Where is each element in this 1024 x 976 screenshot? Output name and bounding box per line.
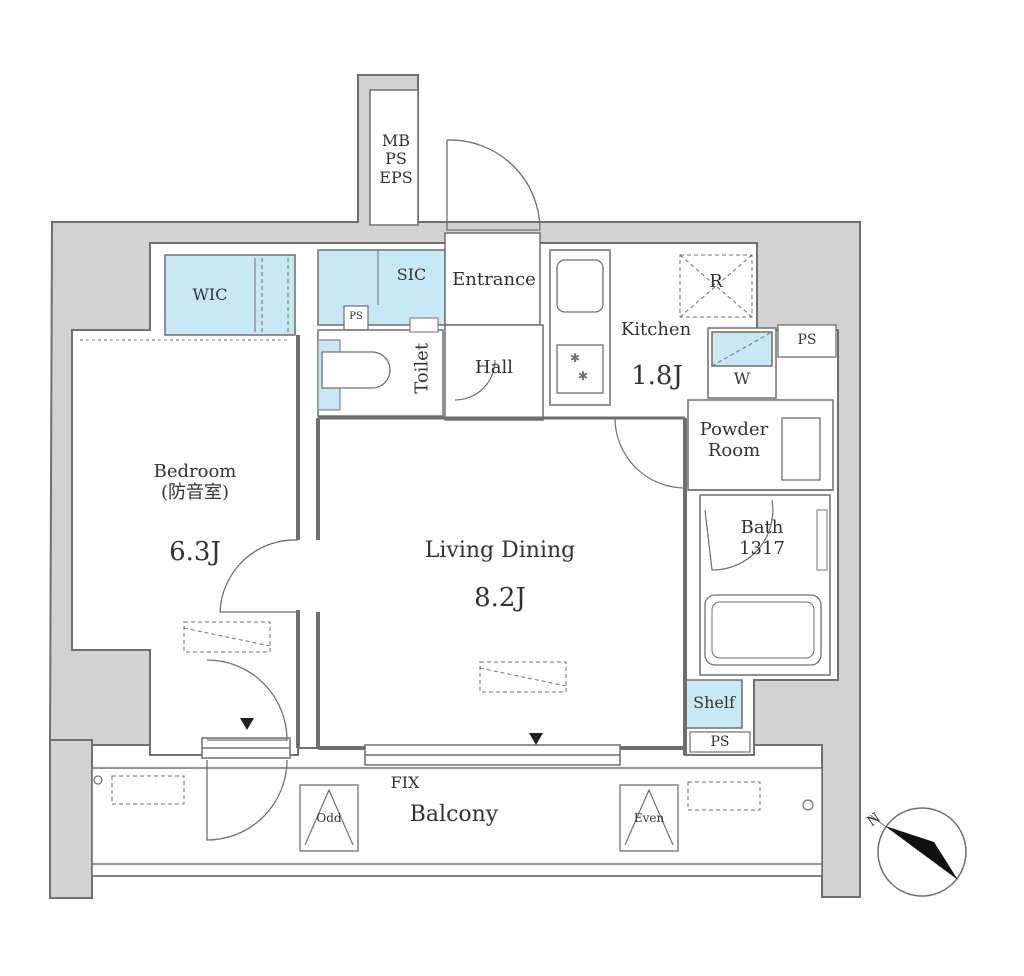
odd-label: Odd [316, 811, 342, 825]
bath-size: 1317 [739, 537, 785, 559]
sic-room [317, 249, 446, 326]
entrance-door [446, 140, 540, 231]
bedroom-sub: (防音室) [160, 481, 230, 503]
mb-ps-eps-shaft [369, 89, 419, 226]
bedroom-entry-marker [240, 718, 254, 730]
ps-small-label: PS [349, 311, 363, 322]
ac-outdoor-right [687, 781, 761, 811]
refrigerator-space [679, 254, 753, 318]
bedroom-name: Bedroom [153, 461, 237, 482]
entrance-label: Entrance [452, 269, 536, 290]
living-dining-size: 8.2J [474, 583, 526, 613]
ps-kitchen-box [777, 324, 837, 358]
fix-label: FIX [390, 773, 420, 792]
ps-bottom-box [689, 731, 751, 753]
ps-kitchen-label: PS [797, 332, 817, 348]
bedroom-label: Bedroom (防音室) [110, 461, 280, 503]
kitchen-name: Kitchen [620, 319, 692, 340]
room-text: Room [707, 439, 761, 461]
left-wall-lower [49, 739, 93, 899]
living-entry-marker [529, 733, 543, 745]
eps-text: EPS [379, 167, 413, 187]
washer-label: W [733, 369, 751, 388]
svg-text:✱: ✱ [570, 351, 580, 365]
hall-area [444, 324, 544, 421]
wic-label: WIC [192, 285, 228, 304]
bathtub [704, 594, 822, 666]
powder-text: Powder [699, 419, 769, 440]
powder-room-label: Powder Room [686, 419, 782, 461]
vanity [781, 417, 821, 481]
kitchen-stove [556, 344, 604, 394]
toilet-tank [409, 317, 439, 333]
ps-text: PS [385, 149, 407, 169]
bedroom-size: 6.3J [169, 537, 221, 567]
sic-label: SIC [396, 265, 427, 284]
shelf-box [685, 679, 743, 729]
kitchen-size: 1.8J [631, 361, 683, 391]
hall-label: Hall [475, 357, 513, 378]
wic-room [164, 254, 296, 336]
ac-outdoor-left [111, 775, 185, 805]
balcony-area [91, 767, 823, 877]
toilet-label: Toilet [411, 342, 433, 394]
bedroom-door [219, 539, 299, 613]
balcony-door [206, 659, 288, 841]
hatch-even [619, 784, 679, 852]
ac-unit-living [479, 661, 567, 693]
entrance-area [444, 232, 541, 326]
mb-text: MB [381, 131, 411, 150]
mb-ps-eps-label: MB PS EPS [374, 131, 418, 187]
shelf-label: Shelf [693, 693, 735, 712]
bath-name: Bath [740, 517, 784, 538]
ac-unit-bedroom [183, 621, 271, 653]
refrigerator-label: R [709, 271, 723, 292]
compass [869, 807, 967, 897]
balcony-label: Balcony [409, 802, 499, 827]
bath-label: Bath 1317 [712, 517, 812, 559]
ps-bottom-label: PS [710, 734, 730, 750]
kitchen-sink [556, 259, 604, 313]
even-label: Even [633, 811, 665, 825]
living-dining-name: Living Dining [424, 538, 576, 563]
svg-text:✱: ✱ [578, 369, 588, 383]
toilet-bowl [321, 351, 391, 389]
hatch-odd [299, 784, 359, 852]
